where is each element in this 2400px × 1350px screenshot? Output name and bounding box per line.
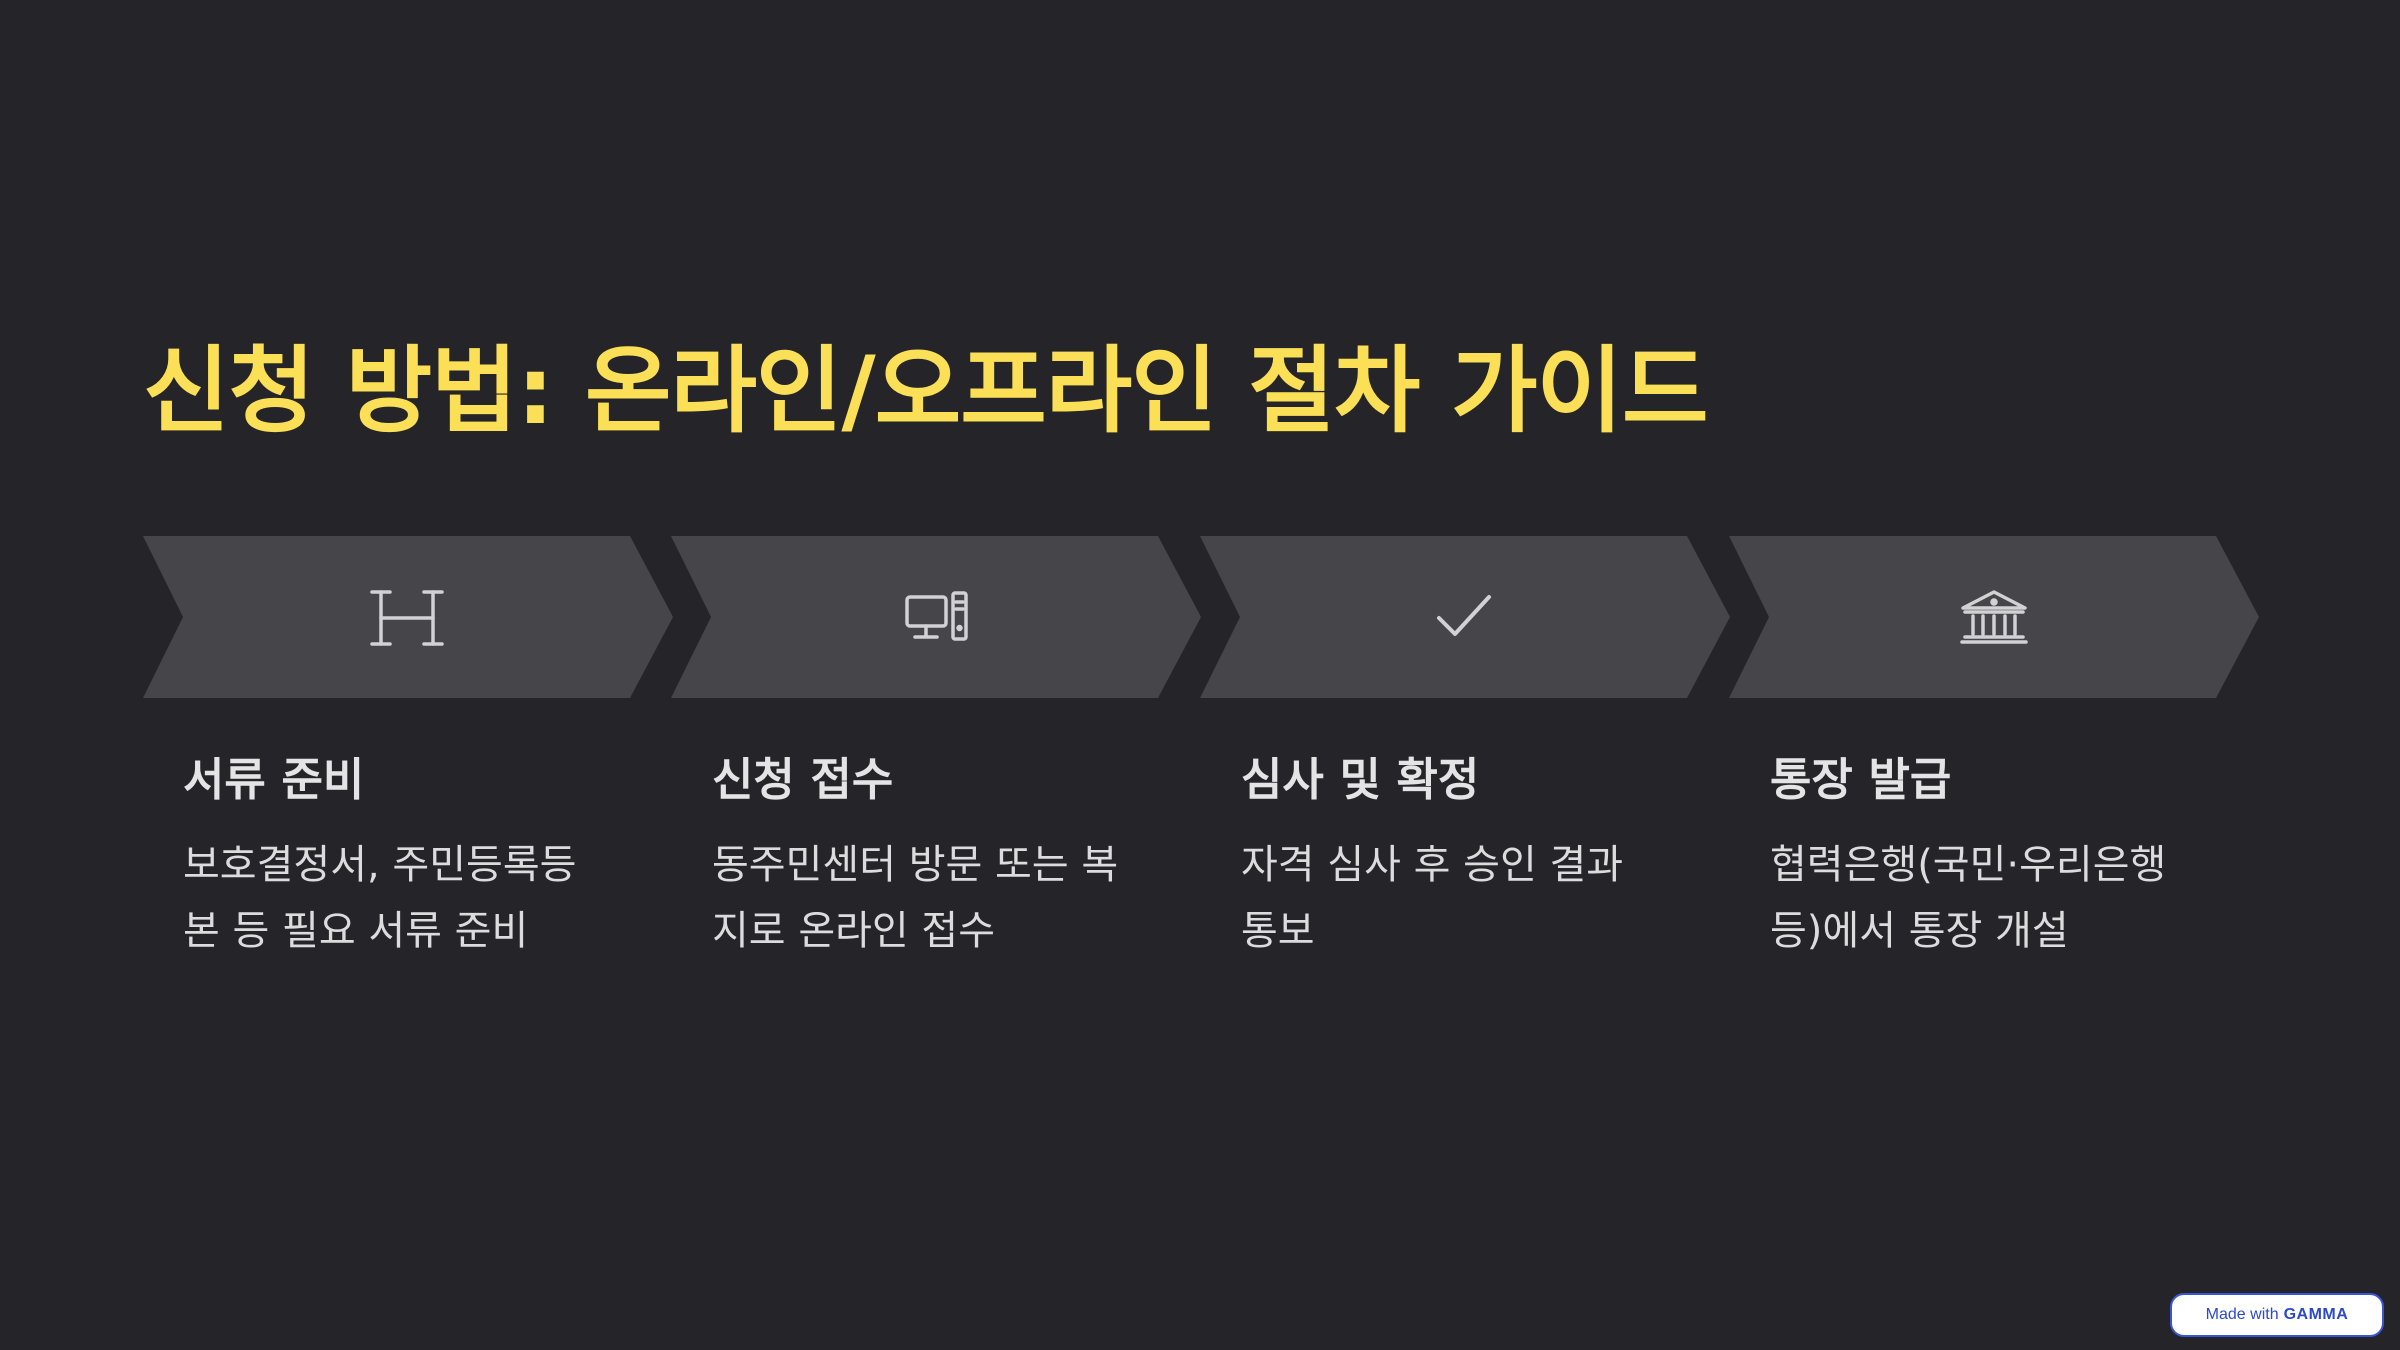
page-title: 신청 방법: 온라인/오프라인 절차 가이드: [143, 337, 1709, 446]
step-chevron-1: [143, 536, 673, 698]
step-description-3: 자격 심사 후 승인 결과 통보: [1241, 842, 1624, 954]
made-with-gamma-badge[interactable]: Made with GAMMA: [2170, 1293, 2384, 1337]
step-chevron-3: [1200, 536, 1730, 698]
step-title-1: 서류 준비: [183, 753, 365, 806]
gamma-logo: GAMMA: [2283, 1306, 2349, 1323]
step-description-4: 협력은행(국민·우리은행 등)에서 통장 개설: [1770, 842, 2167, 954]
badge-prefix: Made with: [2205, 1306, 2279, 1323]
step-description-1: 보호결정서, 주민등록등본 등 필요 서류 준비: [183, 842, 577, 954]
chevron-shape: [671, 536, 1201, 698]
check-icon: [1437, 595, 1491, 636]
step-title-4: 통장 발급: [1770, 753, 1952, 806]
hotel-h-icon: [370, 590, 444, 646]
step-description-2: 동주민센터 방문 또는 복지로 온라인 접수: [712, 842, 1119, 954]
computer-icon: [905, 591, 968, 641]
bank-icon: [1960, 590, 2028, 644]
step-chevron-4: [1729, 536, 2259, 698]
step-title-2: 신청 접수: [712, 753, 894, 806]
step-title-3: 심사 및 확정: [1241, 753, 1480, 806]
chevron-shape: [1200, 536, 1730, 698]
step-chevron-2: [671, 536, 1201, 698]
